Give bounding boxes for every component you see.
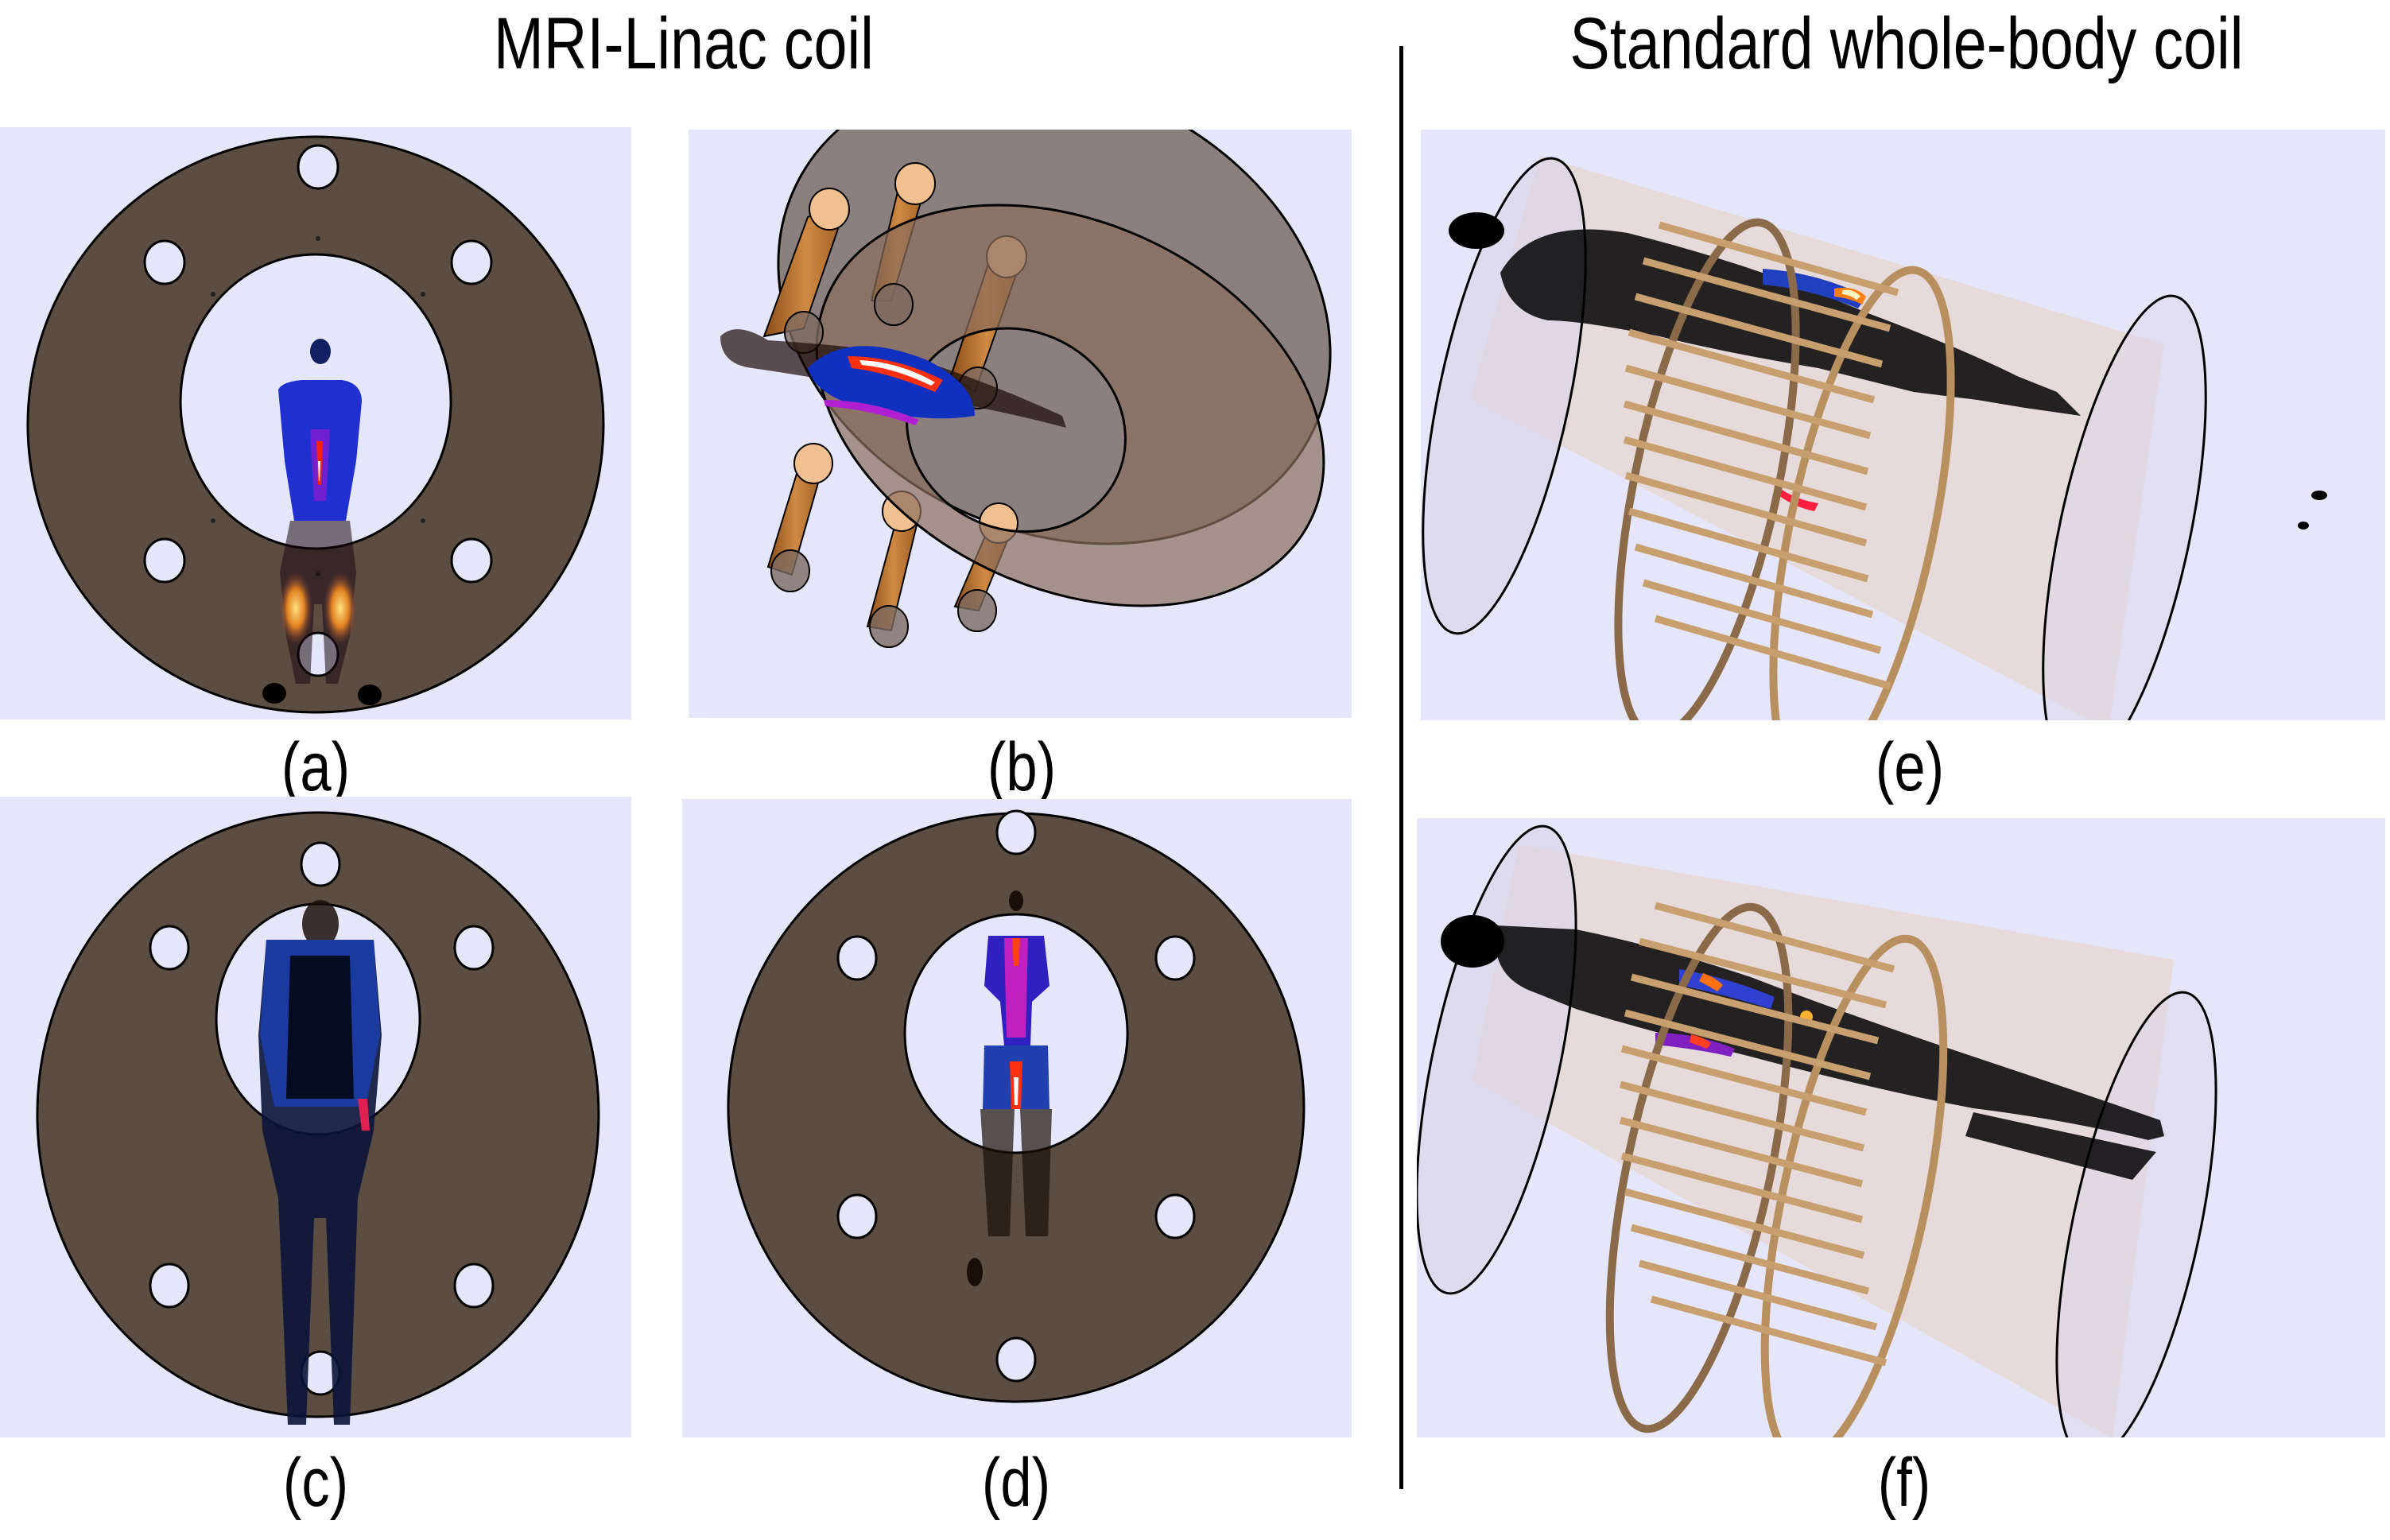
heading-mri-linac-coil: MRI-Linac coil <box>494 3 874 84</box>
panel-c <box>0 797 631 1437</box>
panel-label-b: (b) <box>987 729 1057 805</box>
panel-d <box>682 799 1352 1437</box>
mri-linac-front-view-a <box>26 135 605 714</box>
heading-standard-whole-body-coil: Standard whole-body coil <box>1569 3 2244 84</box>
panel-label-e: (e) <box>1875 729 1945 805</box>
mri-linac-front-view-d <box>727 809 1306 1403</box>
section-divider <box>1399 46 1403 1489</box>
bore-end-right <box>2042 294 2207 720</box>
panel-label-d: (d) <box>981 1445 1051 1521</box>
panel-a <box>0 127 631 720</box>
human-phantom-sar <box>258 900 382 1425</box>
rod-holes <box>149 841 495 1396</box>
panel-label-c: (c) <box>282 1445 349 1521</box>
whole-body-coil-view-e <box>1422 156 2327 720</box>
mri-linac-oblique-view-b <box>720 130 1332 648</box>
human-phantom-sar <box>967 890 1052 1286</box>
panel-f <box>1417 818 2385 1437</box>
rod-holes <box>143 144 493 677</box>
panel-label-f: (f) <box>1877 1445 1931 1521</box>
panel-e <box>1421 130 2385 720</box>
birdcage-coil <box>1614 218 1955 720</box>
whole-body-coil-view-f <box>1417 824 2217 1437</box>
rod-holes <box>836 809 1196 1383</box>
bore-end-right <box>2055 991 2217 1437</box>
panel-label-a: (a) <box>281 729 351 805</box>
human-phantom-sar <box>262 339 382 705</box>
mri-linac-front-view-c <box>36 811 600 1425</box>
human-phantom-sar <box>720 329 1066 428</box>
panel-b <box>689 130 1352 718</box>
birdcage-coil <box>1605 902 1948 1437</box>
